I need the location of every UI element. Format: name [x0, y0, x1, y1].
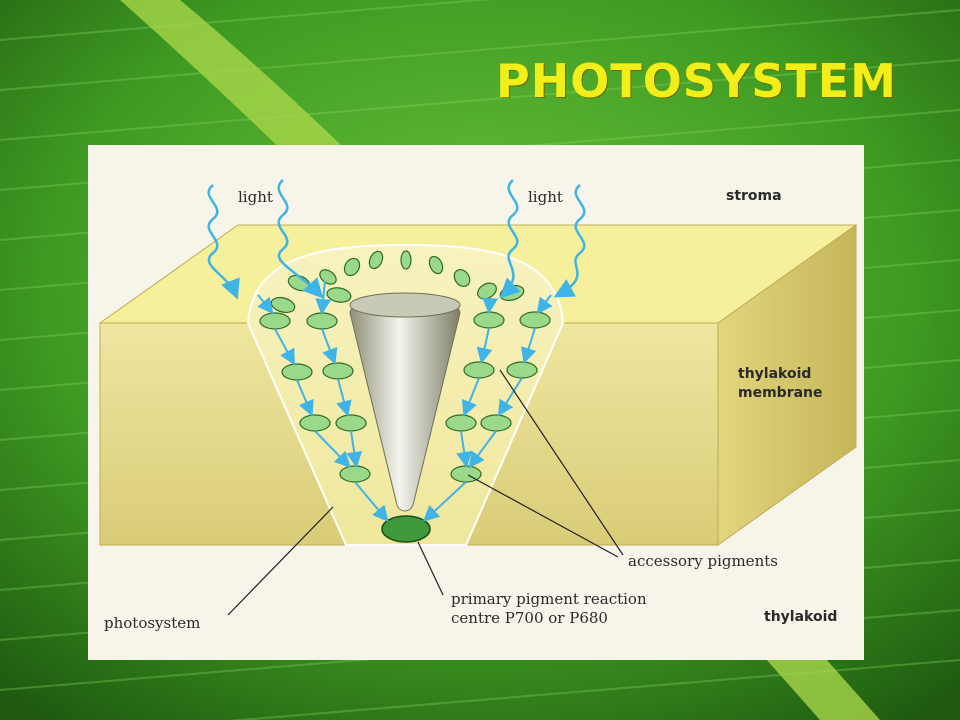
reaction-centre [381, 515, 431, 543]
thylakoid-membrane-label-line1: thylakoid [738, 366, 812, 382]
light-label-left: light [238, 188, 273, 206]
slide-title: Photosystem [496, 54, 897, 108]
photosystem-label: photosystem [104, 614, 201, 632]
diagram-svg [98, 179, 858, 616]
reaction-centre-label-line1: primary pigment reaction [451, 590, 647, 608]
thylakoid-label: thylakoid [764, 609, 838, 625]
accessory-pigments-label: accessory pigments [628, 552, 778, 570]
light-waves [207, 179, 586, 300]
stroma-label: stroma [726, 188, 782, 204]
photosystem-diagram: light light stroma thylakoid membrane ac… [88, 145, 864, 660]
accessory-pigment-grid [259, 311, 551, 483]
membrane-side-face [717, 224, 857, 546]
leader-lines [227, 369, 624, 616]
energy-transfer-arrows [257, 280, 553, 523]
thylakoid-membrane-label-line2: membrane [738, 385, 823, 401]
reaction-centre-label-line2: centre P700 or P680 [451, 609, 608, 627]
accessory-pigment-ring [270, 250, 525, 314]
light-label-right: light [528, 188, 563, 206]
